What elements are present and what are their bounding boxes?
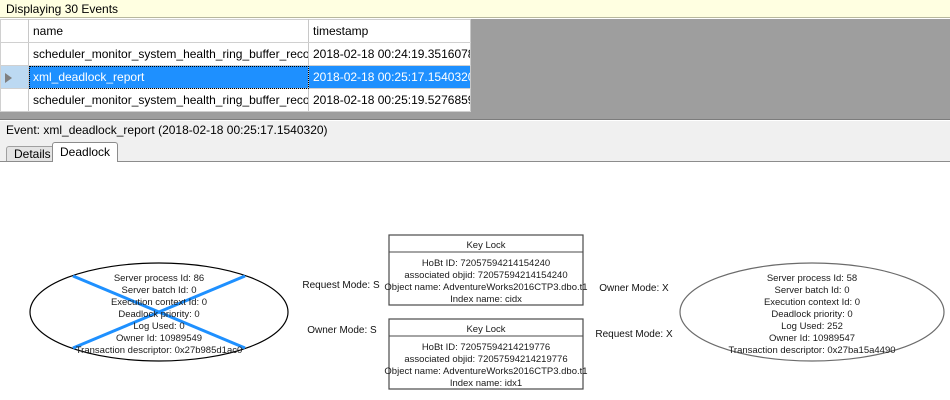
events-table-body: scheduler_monitor_system_health_ring_buf…	[0, 42, 471, 112]
survivor-line-3: Execution context Id: 0	[764, 297, 860, 308]
cell-timestamp[interactable]: 2018-02-18 00:25:17.1540320	[308, 65, 471, 89]
deadlock-graph-canvas[interactable]: Request Mode: S Owner Mode: X Owner Mode…	[0, 161, 950, 400]
keylock-bottom-line-4: Index name: idx1	[450, 378, 522, 389]
survivor-line-2: Server batch Id: 0	[775, 285, 850, 296]
table-row[interactable]: scheduler_monitor_system_health_ring_buf…	[0, 88, 471, 112]
table-header-row: name timestamp	[0, 19, 471, 43]
cell-timestamp[interactable]: 2018-02-18 00:25:19.5276859	[308, 88, 471, 112]
table-row[interactable]: scheduler_monitor_system_health_ring_buf…	[0, 42, 471, 66]
edge-label-request-mode-x: Request Mode: X	[595, 329, 673, 340]
keylock-top-line-2: associated objid: 72057594214154240	[404, 270, 567, 281]
edge-label-owner-mode-x: Owner Mode: X	[599, 283, 669, 294]
events-banner: Displaying 30 Events	[0, 0, 950, 18]
edge-request-mode-x: Request Mode: X	[595, 329, 673, 340]
tab-strip: Details Deadlock	[0, 140, 950, 162]
cell-name[interactable]: scheduler_monitor_system_health_ring_buf…	[28, 88, 309, 112]
table-row[interactable]: xml_deadlock_report 2018-02-18 00:25:17.…	[0, 65, 471, 89]
row-selector-arrow-icon	[5, 72, 12, 83]
keylock-bottom-line-1: HoBt ID: 72057594214219776	[422, 342, 550, 353]
victim-line-1: Server process Id: 86	[114, 273, 204, 284]
node-keylock-top[interactable]: Key Lock HoBt ID: 72057594214154240 asso…	[384, 234, 588, 306]
survivor-line-7: Transaction descriptor: 0x27ba15a4490	[728, 345, 895, 356]
keylock-bottom-title: Key Lock	[466, 324, 505, 335]
keylock-top-title: Key Lock	[466, 240, 505, 251]
edge-label-owner-mode-s: Owner Mode: S	[307, 325, 377, 336]
victim-line-2: Server batch Id: 0	[122, 285, 197, 296]
survivor-line-6: Owner Id: 10989547	[769, 333, 855, 344]
row-selector-cell[interactable]	[0, 88, 29, 112]
keylock-bottom-line-3: Object name: AdventureWorks2016CTP3.dbo.…	[384, 366, 587, 377]
cell-name[interactable]: xml_deadlock_report	[28, 65, 309, 89]
row-selector-cell[interactable]	[0, 65, 29, 89]
events-grid[interactable]: name timestamp scheduler_monitor_system_…	[0, 19, 950, 120]
column-header-name[interactable]: name	[28, 19, 309, 43]
survivor-line-1: Server process Id: 58	[767, 273, 857, 284]
column-header-timestamp[interactable]: timestamp	[308, 19, 471, 43]
edge-request-mode-s: Request Mode: S	[302, 280, 380, 291]
events-table-header: name timestamp	[0, 19, 471, 43]
node-process-victim[interactable]: Server process Id: 86 Server batch Id: 0…	[29, 262, 289, 362]
event-caption-label: Event: xml_deadlock_report (2018-02-18 0…	[6, 123, 328, 137]
row-selector-cell[interactable]	[0, 42, 29, 66]
edge-owner-mode-s: Owner Mode: S	[307, 325, 377, 336]
tab-deadlock[interactable]: Deadlock	[52, 142, 119, 162]
edge-label-request-mode-s: Request Mode: S	[302, 280, 380, 291]
tab-details[interactable]: Details	[6, 146, 59, 162]
node-process-survivor[interactable]: Server process Id: 58 Server batch Id: 0…	[679, 262, 945, 362]
victim-line-5: Log Used: 0	[133, 321, 184, 332]
keylock-top-line-4: Index name: cidx	[450, 294, 522, 305]
event-caption: Event: xml_deadlock_report (2018-02-18 0…	[0, 121, 950, 140]
deadlock-graph-svg: Request Mode: S Owner Mode: X Owner Mode…	[29, 234, 945, 390]
column-header-selector[interactable]	[0, 19, 29, 43]
victim-line-6: Owner Id: 10989549	[116, 333, 202, 344]
victim-line-3: Execution context Id: 0	[111, 297, 207, 308]
victim-line-4: Deadlock priority: 0	[118, 309, 199, 320]
cell-timestamp[interactable]: 2018-02-18 00:24:19.3516078	[308, 42, 471, 66]
keylock-top-line-3: Object name: AdventureWorks2016CTP3.dbo.…	[384, 282, 587, 293]
events-table[interactable]: name timestamp scheduler_monitor_system_…	[0, 19, 471, 112]
survivor-line-4: Deadlock priority: 0	[771, 309, 852, 320]
survivor-line-5: Log Used: 252	[781, 321, 843, 332]
edge-owner-mode-x: Owner Mode: X	[599, 283, 669, 294]
keylock-top-line-1: HoBt ID: 72057594214154240	[422, 258, 550, 269]
cell-name[interactable]: scheduler_monitor_system_health_ring_buf…	[28, 42, 309, 66]
events-banner-label: Displaying 30 Events	[6, 2, 119, 16]
keylock-bottom-line-2: associated objid: 72057594214219776	[404, 354, 567, 365]
node-keylock-bottom[interactable]: Key Lock HoBt ID: 72057594214219776 asso…	[384, 318, 588, 390]
victim-line-7: Transaction descriptor: 0x27b985d1ac0	[76, 345, 243, 356]
